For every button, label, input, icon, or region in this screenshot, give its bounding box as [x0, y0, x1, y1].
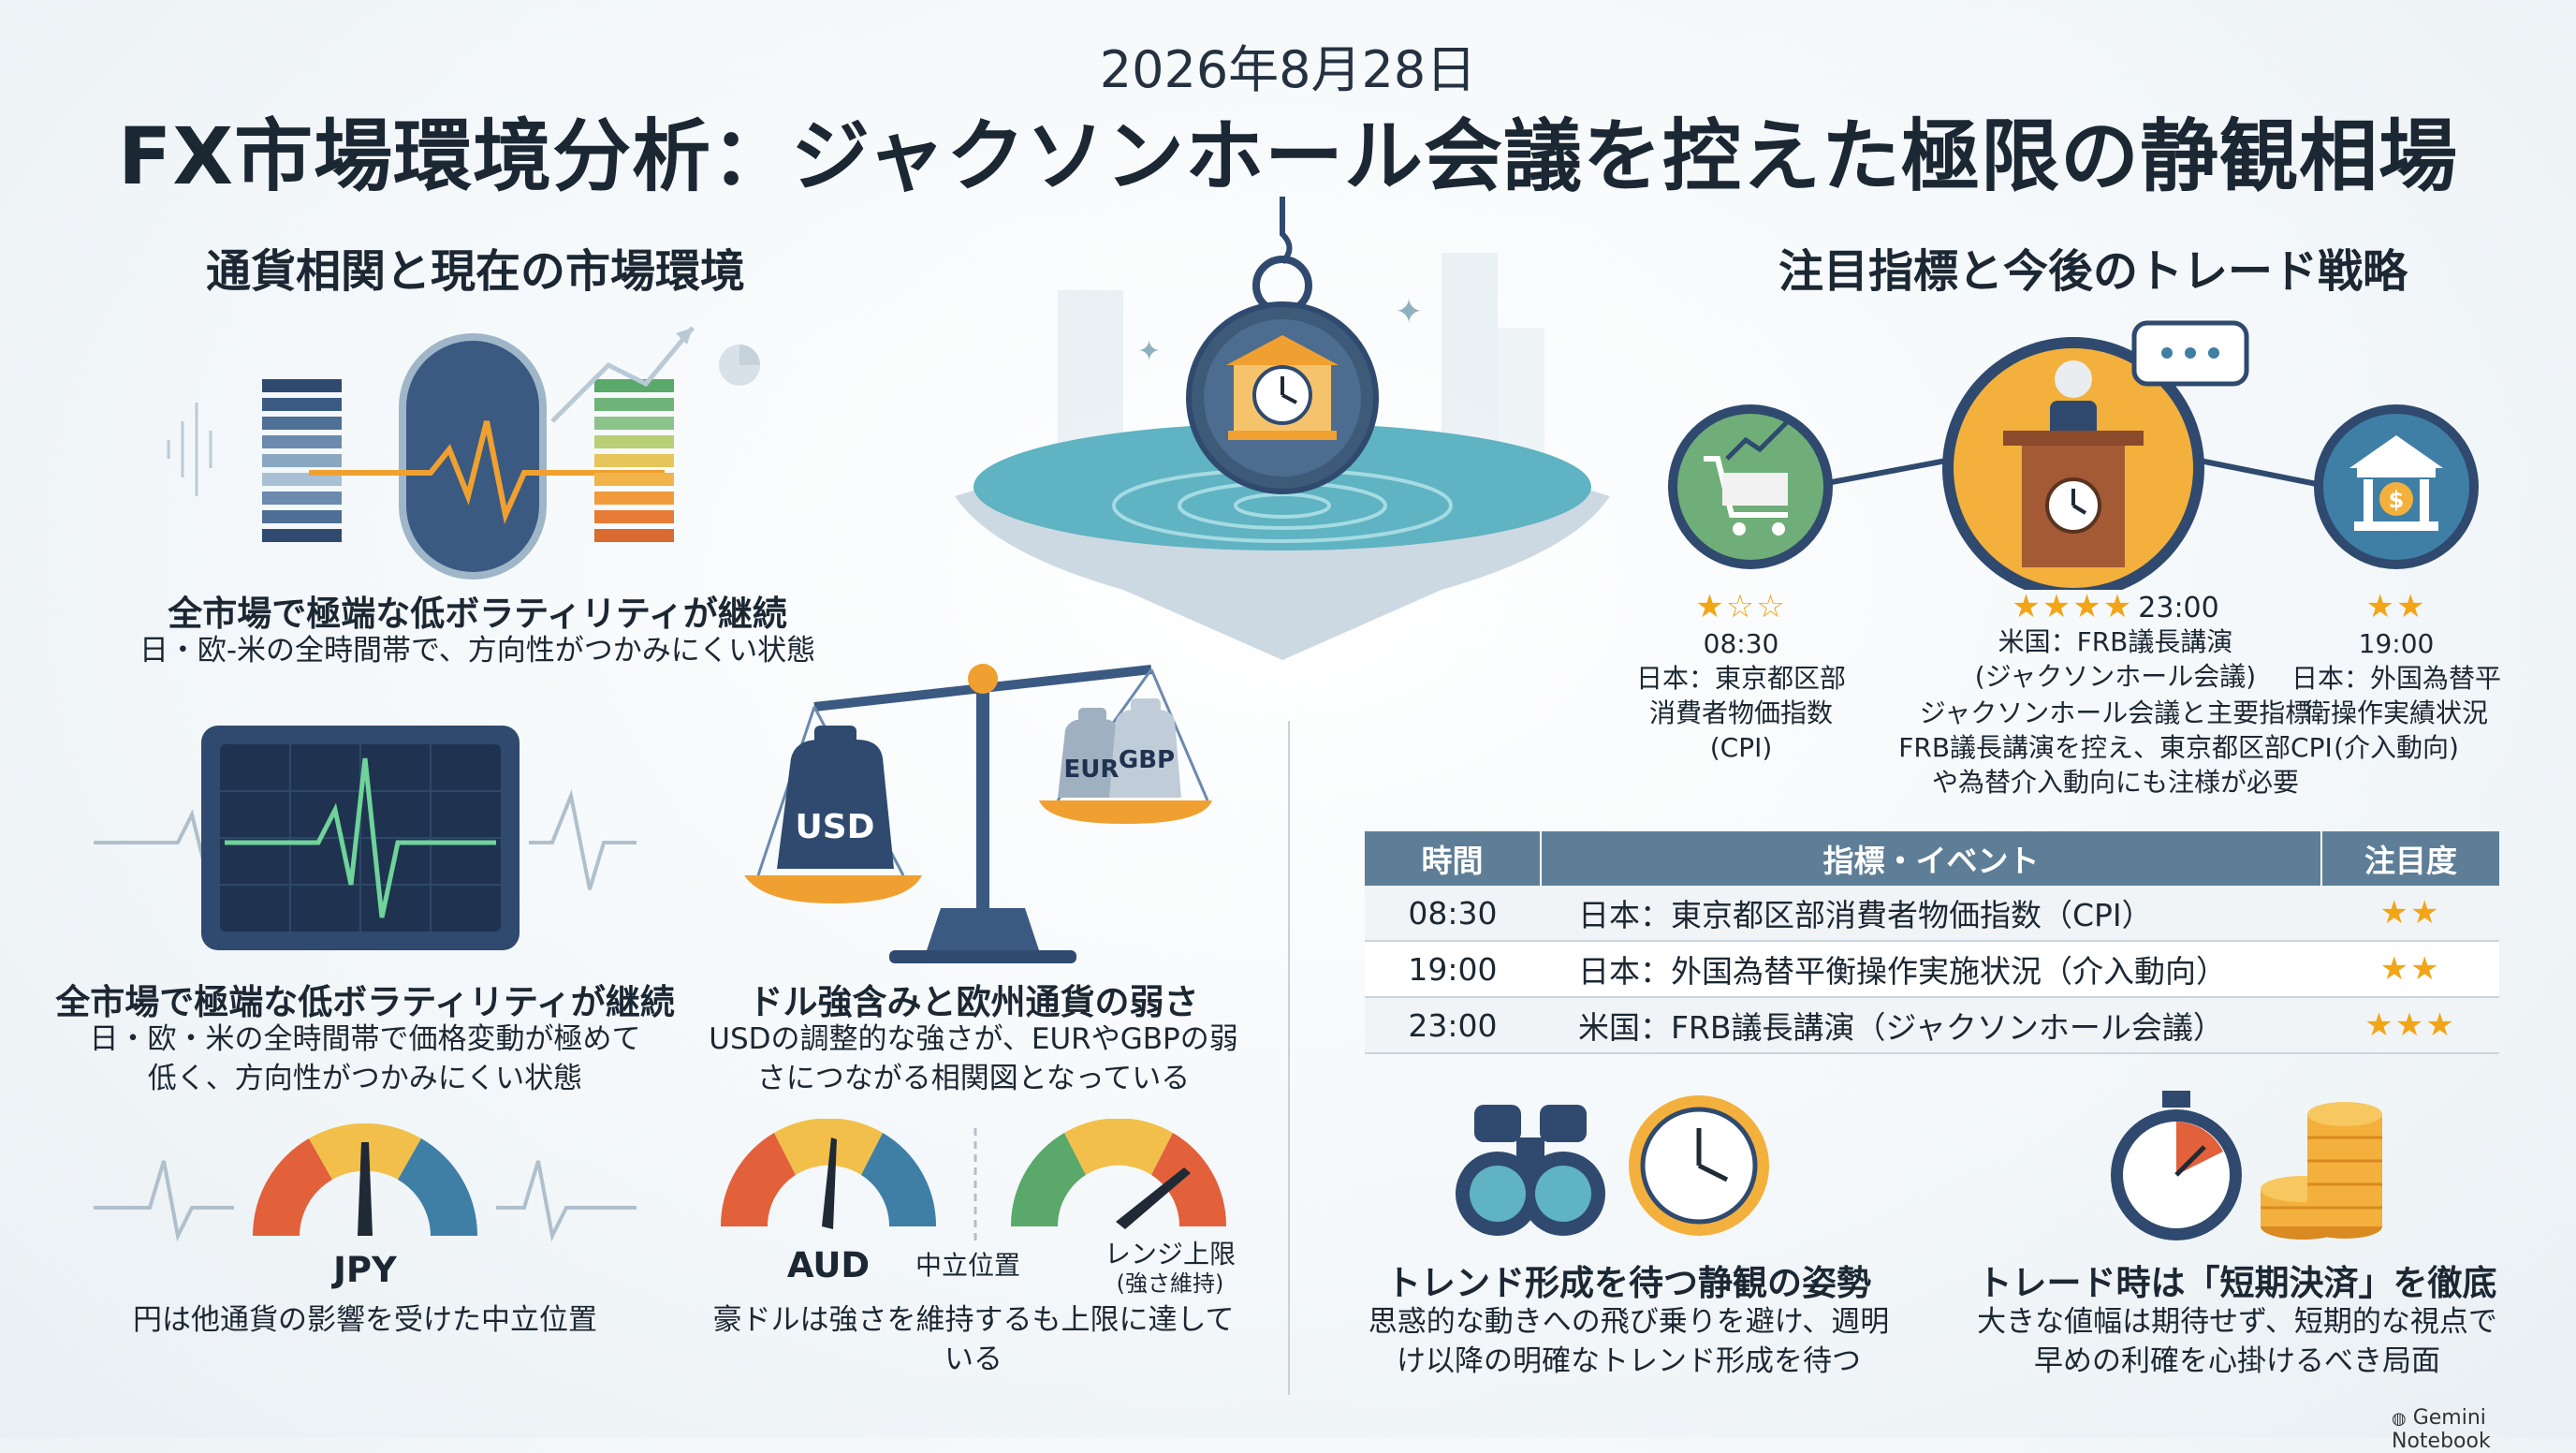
event2-stars: ★★★★: [2012, 588, 2134, 625]
svg-text:$: $: [2389, 487, 2405, 513]
event3-time: 19:00: [2358, 628, 2435, 659]
aud-neutral-label: 中立位置: [915, 1250, 1021, 1281]
aud-label: AUD: [786, 1245, 871, 1285]
block3-caption: ドル強含みと欧州通貨の弱さ: [748, 982, 1199, 1022]
block2-caption: 全市場で極端な低ボラティリティが継続: [55, 982, 675, 1022]
pendulum-pool-illustration: ✦ ✦: [955, 197, 1610, 660]
jpy-gauge-icon: [94, 1123, 637, 1242]
event1-line2: 消費者物価指数: [1648, 697, 1833, 728]
event-icons-illustration: $: [1668, 320, 2479, 590]
jpy-sub: 円は他通貨の影響を受けた中立位置: [133, 1303, 597, 1337]
left-section-title: 通貨相関と現在の市場環境: [206, 245, 746, 298]
section-divider: [1288, 721, 1290, 1395]
table-row: 08:30 日本：東京都区部消費者物価指数（CPI） ★★: [1365, 886, 2499, 942]
strategy2-caption: トレード時は「短期決済」を徹底: [1977, 1263, 2497, 1303]
event2-heading: ★★★★ 23:00: [1966, 588, 2265, 626]
event3-line1: 日本：外国為替平: [2291, 663, 2501, 694]
table-cell-stars: ★★: [2321, 941, 2499, 998]
strategy1-sub-line1: 思惑的な動きへの飛び乗りを避け、週明: [1368, 1305, 1890, 1339]
table-row: 23:00 米国：FRB議長講演（ジャクソンホール会議） ★★★: [1365, 997, 2499, 1054]
block3-sub-line1: USDの調整的な強さが、EURやGBPの弱: [709, 1022, 1238, 1056]
right-section-title: 注目指標と今後のトレード戦略: [1778, 245, 2408, 298]
center-note-line3: や為替介入動向にも注様が必要: [1931, 767, 2299, 798]
eur-weight-label: EUR: [1064, 756, 1120, 784]
event3-line3: (介入動向): [2334, 732, 2459, 763]
block1-caption: 全市場で極端な低ボラティリティが継続: [168, 594, 787, 634]
strategy2-sub-line2: 早めの利確を心掛けるべき局面: [2034, 1344, 2440, 1378]
usd-weight-label: USD: [795, 808, 874, 846]
svg-text:✦: ✦: [1395, 293, 1423, 331]
block3-sub-line2: さにつながる相関図となっている: [756, 1062, 1191, 1095]
event1-line3: (CPI): [1709, 732, 1773, 763]
table-cell-stars: ★★★: [2321, 997, 2499, 1054]
table-cell-time: 23:00: [1365, 997, 1541, 1054]
event2-line1: 米国：FRB議長講演: [1998, 626, 2233, 657]
table-header-priority: 注目度: [2321, 831, 2499, 886]
watermark-logo: ◍ Gemini Notebook: [2392, 1406, 2491, 1453]
aud-sub-line2: いる: [944, 1343, 1003, 1376]
block1-sub: 日・欧-米の全時間帯で、方向性がつかみにくい状態: [139, 634, 816, 668]
event1-line1: 日本：東京都区部: [1635, 663, 1846, 694]
stopwatch-coins-icon: [2111, 1091, 2382, 1240]
table-cell-time: 08:30: [1365, 886, 1541, 942]
page-title: FX市場環境分析：ジャクソンホール会議を控えた極限の静観相場: [118, 110, 2458, 202]
svg-text:✦: ✦: [1137, 335, 1161, 368]
strategy2-sub-line1: 大きな値幅は期待せず、短期的な視点で: [1977, 1305, 2497, 1339]
aud-sub-line1: 豪ドルは強さを維持するも上限に達して: [712, 1303, 1235, 1337]
gbp-weight-label: GBP: [1119, 746, 1175, 774]
event1-stars: ★☆☆: [1695, 588, 1787, 625]
events-table: 時間 指標・イベント 注目度 08:30 日本：東京都区部消費者物価指数（CPI…: [1365, 831, 2499, 1054]
event2-time: 23:00: [2138, 592, 2219, 624]
table-cell-event: 米国：FRB議長講演（ジャクソンホール会議）: [1540, 997, 2322, 1054]
table-header-time: 時間: [1365, 831, 1542, 886]
event1-time: 08:30: [1703, 628, 1779, 659]
strategy1-sub-line2: け以降の明確なトレンド形成を待つ: [1397, 1344, 1861, 1378]
table-cell-time: 19:00: [1365, 941, 1541, 998]
strategy1-caption: トレンド形成を待つ静観の姿勢: [1386, 1263, 1871, 1303]
balance-scale-illustration: USD EUR GBP: [744, 664, 1212, 963]
block2-sub-line2: 低く、方向性がつかみにくい状態: [147, 1062, 583, 1095]
center-note-line2: FRB議長講演を控え、東京都区部CPI: [1898, 732, 2333, 763]
binoculars-clock-icon: [1456, 1095, 1769, 1236]
date-label: 2026年8月28日: [1099, 40, 1477, 99]
table-row: 19:00 日本：外国為替平衡操作実施状況（介入動向） ★★: [1365, 941, 2499, 998]
volatility-bars-illustration: [167, 326, 760, 580]
event2-line2: (ジャクソンホール会議): [1974, 661, 2257, 692]
table-cell-event: 日本：外国為替平衡操作実施状況（介入動向）: [1540, 941, 2322, 998]
watermark-text: Gemini Notebook: [2392, 1406, 2491, 1453]
center-note-line1: ジャクソンホール会議と主要指標: [1919, 697, 2312, 728]
block2-sub-line1: 日・欧・米の全時間帯で価格変動が極めて: [89, 1022, 641, 1056]
jpy-label: JPY: [333, 1250, 397, 1290]
aud-upper-label: レンジ上限: [1104, 1239, 1236, 1270]
aud-upper-sub: (強さ維持): [1116, 1270, 1224, 1297]
monitor-heartbeat-icon: [94, 726, 637, 950]
event3-line2: 衛操作実績状況: [2304, 697, 2488, 728]
event3-stars: ★★: [2365, 588, 2427, 625]
aud-gauges-icon: [720, 1119, 1227, 1245]
table-header-event: 指標・イベント: [1540, 831, 2323, 886]
table-cell-event: 日本：東京都区部消費者物価指数（CPI）: [1540, 886, 2322, 942]
table-cell-stars: ★★: [2321, 886, 2499, 942]
